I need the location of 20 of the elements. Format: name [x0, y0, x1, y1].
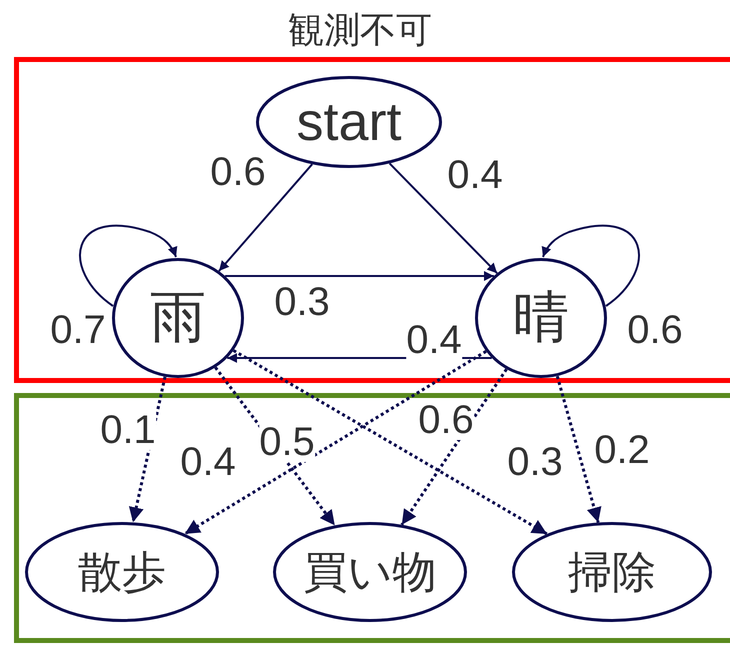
arrow — [556, 376, 602, 523]
region-title: 観測不可 — [288, 8, 432, 52]
edge-label: 0.5 — [259, 422, 315, 462]
arrow — [184, 350, 487, 536]
state-ellipse: 掃除 — [512, 522, 712, 622]
arrow — [128, 376, 166, 523]
arrow — [388, 162, 498, 274]
edge-label: 0.1 — [100, 410, 156, 450]
state-ellipse: 雨 — [112, 258, 244, 378]
state-ellipse: 散歩 — [25, 522, 219, 622]
state-ellipse: 晴 — [475, 258, 607, 378]
arrow — [227, 353, 492, 363]
arrow — [218, 164, 313, 272]
arrow — [400, 368, 508, 526]
arrow — [542, 224, 640, 307]
arrow — [79, 224, 177, 307]
arrow — [232, 349, 548, 536]
arrow — [225, 271, 494, 281]
arrow — [214, 366, 336, 526]
state-ellipse: 買い物 — [273, 522, 467, 622]
